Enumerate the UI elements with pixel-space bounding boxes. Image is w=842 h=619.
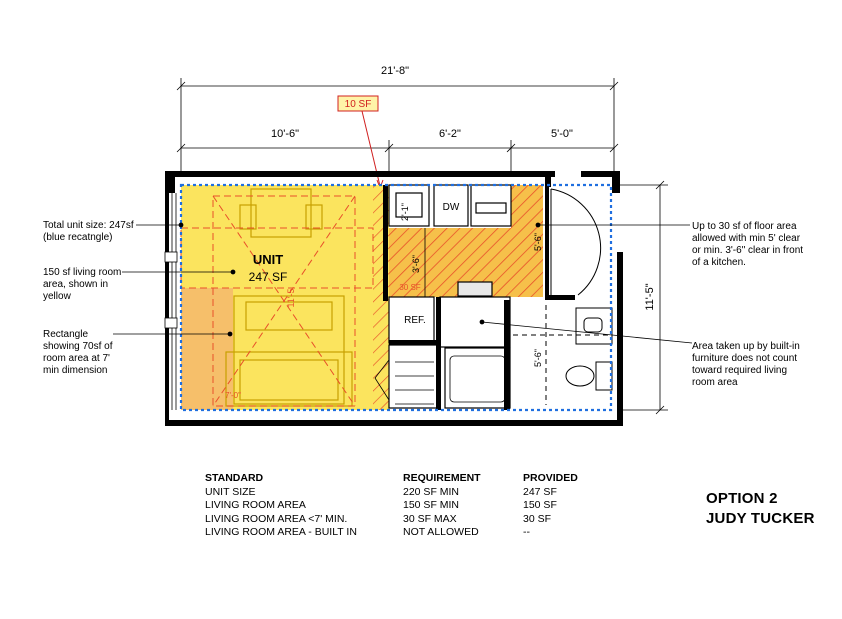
unit-area-label: 247 SF (249, 270, 288, 284)
table-row: UNIT SIZE 220 SF MIN 247 SF (205, 486, 603, 500)
left-window (164, 193, 178, 410)
cell-requirement: 150 SF MIN (403, 499, 460, 511)
table-row: LIVING ROOM AREA 150 SF MIN 150 SF (205, 499, 603, 513)
cell-provided: 30 SF (523, 512, 552, 525)
cell-standard: LIVING ROOM AREA - BUILT IN (205, 526, 357, 538)
cell-provided: 247 SF (523, 485, 557, 498)
note-living-room: 150 sf living room area, shown in yellow (43, 267, 122, 302)
note-total-unit: Total unit size: 247sf (blue recatngle) (43, 220, 134, 243)
note-kitchen-allowance: Up to 30 sf of floor area allowed with m… (692, 221, 804, 268)
cell-standard: UNIT SIZE (205, 485, 256, 498)
living-depth-label: 11'-5 (286, 288, 296, 307)
unit-depth-label: 11'-5" (644, 283, 656, 310)
ten-sf-callout-text: 10 SF (345, 99, 372, 110)
overall-width-label: 21'-8" (381, 65, 409, 77)
standards-table: STANDARD REQUIREMENT PROVIDED UNIT SIZE … (205, 472, 603, 540)
header-requirement: REQUIREMENT (403, 472, 481, 484)
note-built-in: Area taken up by built-in furniture does… (692, 341, 800, 388)
cell-requirement: 30 SF MAX (403, 512, 457, 525)
counter-depth-label: 2'-1" (400, 203, 410, 221)
unit-boundary (179, 183, 613, 412)
clear-a-label: 5'-6" (533, 233, 543, 251)
dw-label: DW (443, 202, 460, 213)
kitchen-area-label: 30 SF (399, 283, 420, 292)
living-furniture (225, 188, 353, 407)
kitchen-width-label: 6'-2" (439, 128, 461, 140)
option-author: JUDY TUCKER (706, 510, 815, 527)
cell-provided: 150 SF (523, 499, 557, 511)
table-row: LIVING ROOM AREA - BUILT IN NOT ALLOWED … (205, 526, 603, 540)
option-title: OPTION 2 JUDY TUCKER (706, 489, 815, 529)
header-standard: STANDARD (205, 472, 264, 484)
cell-standard: LIVING ROOM AREA <7' MIN. (205, 512, 348, 525)
cell-requirement: 220 SF MIN (403, 485, 460, 498)
header-provided: PROVIDED (523, 472, 578, 484)
dimension-lines (176, 78, 668, 415)
unit-name-label: UNIT (253, 252, 283, 267)
kitchen-hatch-area (389, 185, 543, 297)
walls (165, 171, 623, 426)
table-header: STANDARD REQUIREMENT PROVIDED (205, 472, 603, 486)
cell-provided: -- (523, 526, 530, 538)
kitchen-fixtures (388, 184, 512, 409)
cell-standard: LIVING ROOM AREA (205, 499, 306, 511)
ten-sf-callout-box (337, 95, 379, 112)
option-number: OPTION 2 (706, 490, 778, 507)
note-leaders (113, 222, 690, 337)
ref-label: REF. (404, 315, 426, 326)
kitchen-depth-label: 3'-6" (411, 255, 421, 273)
cell-requirement: NOT ALLOWED (403, 526, 479, 538)
clear-b-label: 5'-6" (533, 349, 543, 367)
kitchen-details (374, 319, 693, 405)
note-rectangle: Rectangle showing 70sf of room area at 7… (43, 329, 113, 376)
living-width-label: 10'-6" (271, 128, 299, 140)
table-row: LIVING ROOM AREA <7' MIN. 30 SF MAX 30 S… (205, 513, 603, 527)
bath-width-label: 5'-0" (551, 128, 573, 140)
partitions (383, 185, 575, 410)
min-dim-label: 7'-0" (225, 391, 241, 400)
